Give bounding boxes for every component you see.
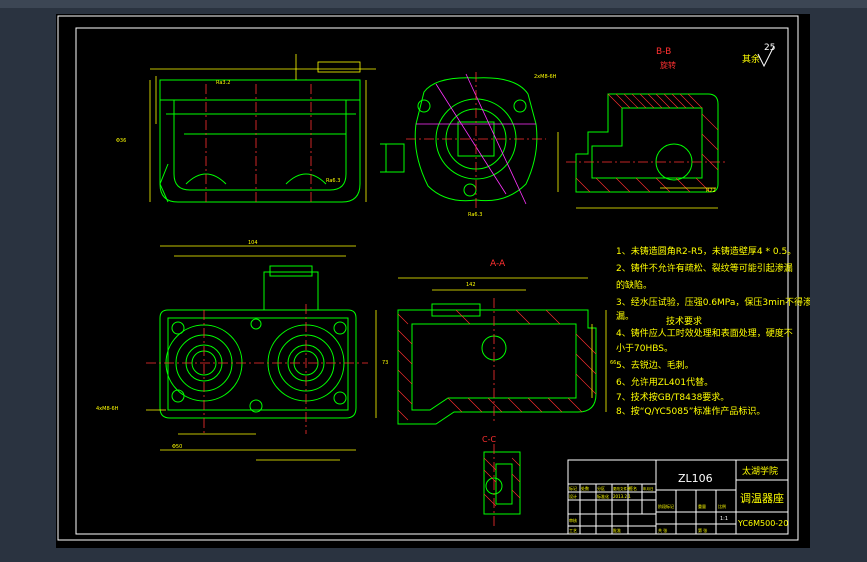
top-middle-view: Ra6.3 2xM8-6H bbox=[380, 72, 557, 218]
section-c-c-label: C-C bbox=[482, 435, 496, 444]
tech-req-line-7: 小于70HBS。 bbox=[616, 343, 673, 354]
section-b-b-label: B-B bbox=[656, 47, 671, 57]
label-total-sheets: 共 张 bbox=[658, 527, 667, 533]
label-sheet-no: 第 张 bbox=[698, 527, 707, 533]
section-b-b-rotated-label: 旋转 bbox=[660, 60, 676, 70]
tech-req-line-3: 的缺陷。 bbox=[616, 279, 652, 291]
svg-text:2xM8-6H: 2xM8-6H bbox=[534, 74, 557, 80]
school-name: 太湖学院 bbox=[742, 465, 778, 477]
svg-text:66: 66 bbox=[610, 360, 616, 366]
svg-text:Ra6.3: Ra6.3 bbox=[326, 178, 340, 184]
part-name: 调温器座 bbox=[740, 491, 784, 505]
label-date: 年月日 bbox=[643, 486, 654, 491]
tech-req-line-2: 2、铸件不允许有疏松、裂纹等可能引起渗漏 bbox=[616, 262, 793, 274]
svg-text:Φ36: Φ36 bbox=[116, 138, 126, 144]
svg-text:R22: R22 bbox=[706, 188, 716, 194]
label-signature: 签名 bbox=[629, 485, 637, 491]
outer-frame bbox=[57, 15, 799, 541]
label-standard: 标准化 bbox=[597, 493, 609, 499]
label-change-doc: 更改文件号 bbox=[613, 486, 631, 491]
label-process: 工艺 bbox=[569, 528, 577, 533]
label-scale: 比例 bbox=[718, 503, 726, 509]
section-a-a: A-A 66 142 bbox=[397, 259, 616, 425]
drawing-canvas: Φ36 Ra6.3 Ra3.2 Ra6.3 2xM8-6H bbox=[57, 15, 810, 541]
roughness-value: 25 bbox=[764, 43, 775, 53]
label-mark: 标记 bbox=[569, 485, 577, 491]
svg-text:Ra6.3: Ra6.3 bbox=[468, 212, 482, 218]
drawing-number: YC6M500-20 bbox=[737, 519, 788, 528]
tech-req-line-6: 4、铸件应人工时效处理和表面处理，硬度不 bbox=[616, 327, 793, 339]
label-weight: 重量 bbox=[698, 503, 706, 509]
svg-text:4xM8-6H: 4xM8-6H bbox=[96, 406, 119, 412]
technical-requirements: 技术要求 1、未铸造圆角R2-R5，未铸造壁厚4 * 0.5。 2、铸件不允许有… bbox=[616, 245, 810, 417]
scale-value: 1:1 bbox=[720, 516, 728, 522]
inner-frame bbox=[75, 27, 789, 535]
tech-req-title: 技术要求 bbox=[666, 315, 702, 327]
tech-req-line-4: 3、经水压试验，压强0.6MPa，保压3min不得渗 bbox=[616, 296, 810, 308]
tech-req-line-10: 7、技术按GB/T8438要求。 bbox=[616, 391, 729, 403]
label-design: 设计 bbox=[569, 493, 577, 499]
design-date: 2013.2.1 bbox=[613, 494, 631, 499]
svg-text:Φ50: Φ50 bbox=[172, 444, 182, 450]
svg-text:Ra3.2: Ra3.2 bbox=[216, 80, 230, 86]
tech-req-line-9: 6、允许用ZL401代替。 bbox=[616, 376, 713, 388]
tech-req-line-1: 1、未铸造圆角R2-R5，未铸造壁厚4 * 0.5。 bbox=[616, 245, 796, 257]
label-zone: 分区 bbox=[597, 485, 605, 491]
label-approve: 批准 bbox=[613, 527, 621, 533]
tech-req-line-8: 5、去锐边、毛刺。 bbox=[616, 359, 694, 371]
label-review: 审核 bbox=[569, 517, 577, 523]
material: ZL106 bbox=[678, 472, 713, 485]
svg-text:104: 104 bbox=[248, 240, 258, 246]
svg-text:142: 142 bbox=[466, 282, 476, 288]
label-stage: 阶段标记 bbox=[658, 503, 674, 509]
tech-req-line-5: 漏。 bbox=[616, 310, 634, 322]
front-view: Φ36 Ra6.3 Ra3.2 bbox=[116, 54, 376, 203]
plan-view: 104 Φ50 4xM8-6H 73 bbox=[96, 240, 388, 461]
tech-req-line-11: 8、按“Q/YC5085”标准作产品标识。 bbox=[616, 405, 765, 417]
roughness-note: 其余 bbox=[742, 53, 760, 65]
section-c-c: C-C bbox=[482, 435, 521, 526]
title-block: ZL106 太湖学院 调温器座 YC6M500-20 标记 处数 分区 更改文件… bbox=[567, 459, 789, 535]
cad-drawing-viewport[interactable]: Φ36 Ra6.3 Ra3.2 Ra6.3 2xM8-6H bbox=[56, 14, 810, 548]
svg-text:73: 73 bbox=[382, 360, 388, 366]
section-a-a-label: A-A bbox=[490, 259, 506, 269]
section-b-b: R22 B-B 旋转 其余 25 bbox=[557, 43, 775, 209]
label-count: 处数 bbox=[581, 485, 589, 491]
